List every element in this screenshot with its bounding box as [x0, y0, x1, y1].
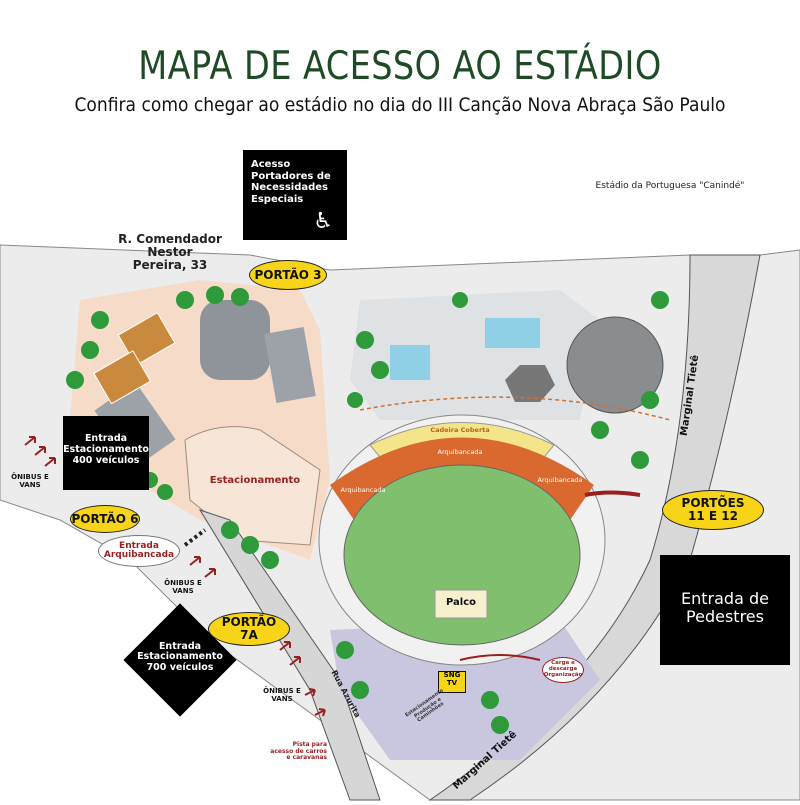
portoes-line: 11 E 12 — [688, 509, 738, 523]
entrada-arquibancada-line: Entrada — [119, 540, 159, 551]
gate-portao-3: PORTÃO 3 — [249, 260, 327, 290]
accessibility-line: Especiais — [251, 193, 304, 205]
bus-label-line: VANS — [271, 694, 293, 703]
parking-700-text: Entrada Estacionamento 700 veículos — [120, 641, 240, 673]
accessibility-line: Acesso — [251, 159, 291, 170]
sng-tv-line: SNG — [443, 671, 461, 679]
sng-tv-badge: SNG TV — [438, 671, 466, 693]
parking-400-line: 400 veículos — [72, 454, 140, 466]
portao-7a-line: 7A — [240, 628, 258, 642]
pool — [485, 318, 540, 348]
gate-portao-6: PORTÃO 6 — [70, 505, 140, 533]
pista-line: Pista para — [292, 741, 327, 748]
pool — [390, 345, 430, 380]
parking-400-line: Entrada — [84, 433, 128, 444]
arquibancada-label: Arquibancada — [340, 486, 386, 494]
pedestrian-line: Entrada de — [681, 589, 769, 608]
trees — [66, 286, 669, 734]
parking-lot — [184, 426, 321, 546]
carga-line: descarga — [548, 666, 578, 673]
entrada-arquibancada-label: Entrada Arquibancada — [98, 535, 180, 567]
street-line: R. Comendador Nestor — [118, 232, 222, 260]
arquibancada-label: Arquibancada — [437, 448, 483, 456]
dome — [566, 316, 664, 414]
cadeira-coberta-label: Cadeira Coberta — [430, 426, 490, 434]
bus-label: ÔNIBUS E VANS — [10, 473, 50, 489]
gate-portao-7a: PORTÃO 7A — [208, 612, 290, 646]
street-line: Pereira, 33 — [132, 258, 208, 273]
street-address: R. Comendador Nestor Pereira, 33 — [95, 232, 245, 273]
accessibility-line: Portadores de — [251, 170, 331, 182]
accessibility-line: Necessidades — [251, 182, 328, 193]
accessibility-box: Acesso Portadores de Necessidades Especi… — [243, 150, 347, 240]
parking-700-line: Estacionamento — [137, 651, 223, 663]
carga-line: Carga e — [551, 660, 575, 667]
stadium-field — [343, 464, 581, 646]
page-subtitle: Confira como chegar ao estádio no dia do… — [74, 94, 726, 116]
estacionamento-label: Estacionamento — [209, 475, 301, 486]
pista-line: e caravanas — [286, 754, 327, 762]
entrada-arquibancada-line: Arquibancada — [103, 550, 175, 560]
carga-line: Organização — [543, 671, 583, 678]
parking-700-line: 700 veículos — [146, 661, 214, 673]
bus-label: ÔNIBUS E VANS — [163, 579, 203, 595]
carga-label: Carga e descarga Organização — [542, 657, 584, 683]
pista-label: Pista para acesso de carros e caravanas — [262, 741, 327, 762]
building — [264, 327, 316, 403]
pista-line: acesso de carros — [270, 747, 327, 755]
bus-label-line: ÔNIBUS E — [164, 579, 202, 587]
gate-portoes-11-12: PORTÕES 11 E 12 — [662, 490, 764, 530]
bus-label-line: ÔNIBUS E — [11, 473, 49, 481]
parking-700-line: Entrada — [158, 641, 202, 652]
parking-400-line: Estacionamento — [63, 443, 149, 455]
parking-400-box: Entrada Estacionamento 400 veículos — [63, 416, 149, 490]
sng-tv-line: TV — [446, 678, 458, 687]
arrival-arrows — [24, 436, 641, 717]
bus-label-line: VANS — [19, 480, 41, 489]
page-title: MAPA DE ACESSO AO ESTÁDIO — [138, 44, 662, 89]
stripe-barrier — [183, 528, 207, 547]
wheelchair-icon: ♿ — [313, 208, 333, 234]
venue-label: Estádio da Portuguesa "Canindé" — [595, 181, 745, 191]
portoes-line: PORTÕES — [681, 496, 745, 511]
pedestrian-entrance-box: Entrada de Pedestres — [660, 555, 790, 665]
palco-label: Palco — [445, 597, 477, 608]
tennis-court — [93, 350, 152, 405]
portao-7a-line: PORTÃO — [221, 615, 277, 630]
bus-label: ÔNIBUS E VANS — [262, 687, 302, 703]
gym-building — [200, 300, 270, 380]
arquibancada-label: Arquibancada — [537, 476, 583, 484]
pedestrian-line: Pedestres — [686, 607, 764, 627]
bus-label-line: VANS — [172, 586, 194, 595]
bus-label-line: ÔNIBUS E — [263, 687, 301, 695]
pavilion — [505, 365, 555, 402]
stadium — [318, 414, 606, 666]
stage — [434, 589, 488, 619]
